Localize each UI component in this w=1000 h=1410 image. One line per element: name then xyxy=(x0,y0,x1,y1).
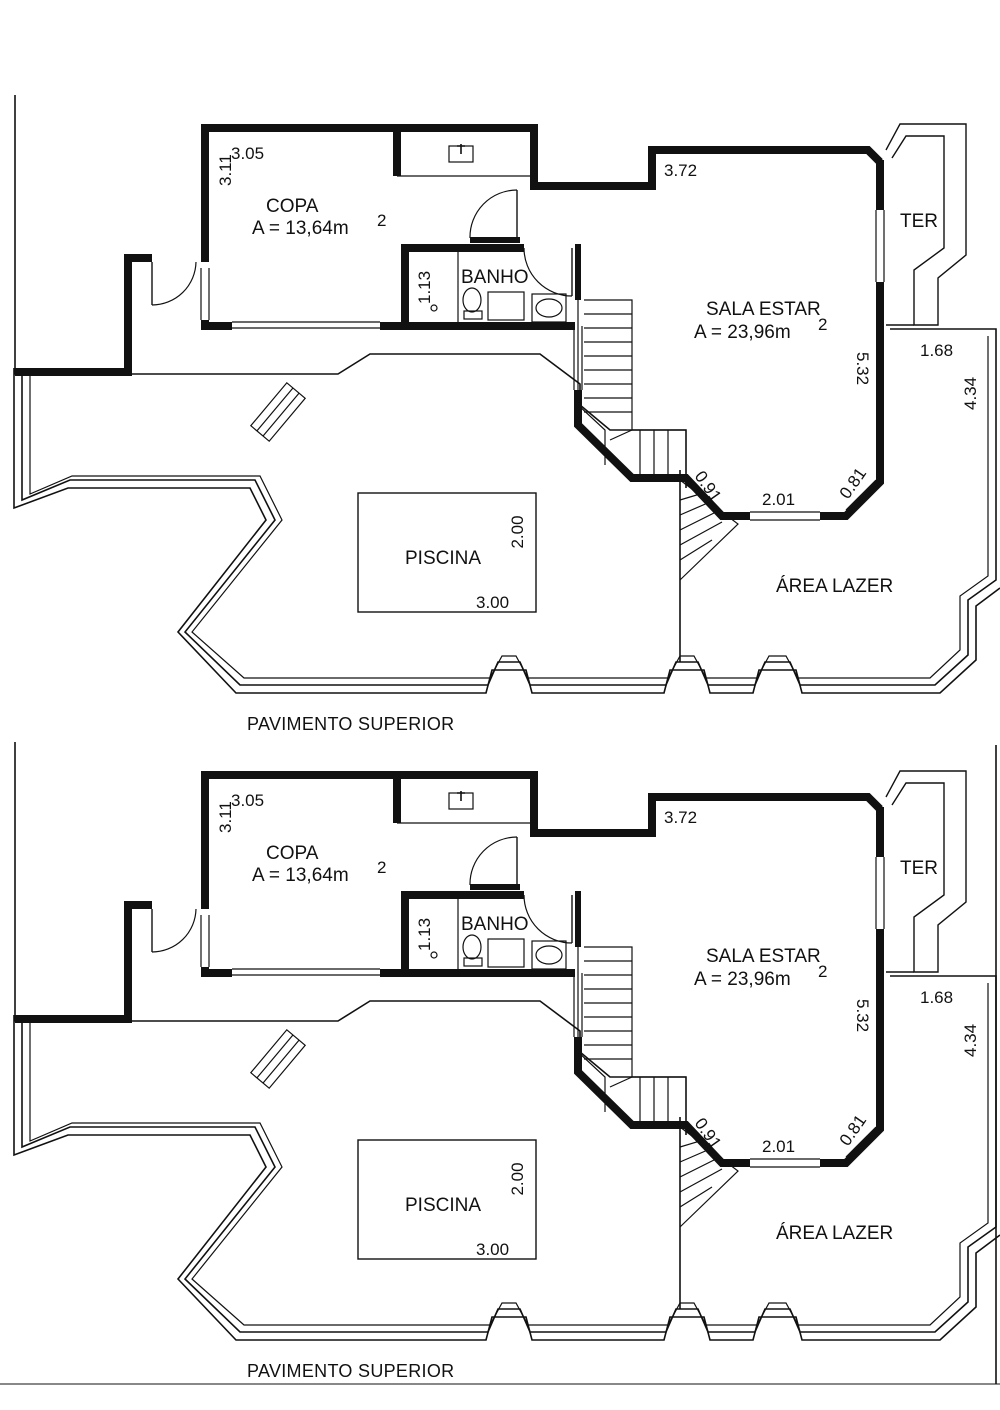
area-lazer-label: ÁREA LAZER xyxy=(776,576,893,597)
sala-estar-area: A = 23,96m xyxy=(694,969,791,990)
sala-estar-area: A = 23,96m xyxy=(694,322,791,343)
lazer-height-dim: 4.34 xyxy=(961,377,980,410)
copa-label: COPA xyxy=(266,196,319,217)
pool-width-dim: 3.00 xyxy=(476,1240,509,1259)
lazer-width-dim: 1.68 xyxy=(920,341,953,360)
banho-height-dim: 1.13 xyxy=(415,918,434,951)
plan-caption: PAVIMENTO SUPERIOR xyxy=(247,1361,454,1381)
sala-estar-area-superscript: 2 xyxy=(818,315,827,334)
floor-plan-1: COPA A = 13,64m 2 BANHO SALA ESTAR A = 2… xyxy=(14,95,1000,734)
piscina-label: PISCINA xyxy=(405,1195,481,1216)
copa-area: A = 13,64m xyxy=(252,218,349,239)
lazer-width-dim: 1.68 xyxy=(920,988,953,1007)
banho-label: BANHO xyxy=(461,914,529,935)
sala-top-dim: 3.72 xyxy=(664,161,697,180)
area-lazer-label: ÁREA LAZER xyxy=(776,1223,893,1244)
copa-label: COPA xyxy=(266,843,319,864)
sala-bottom-dim: 2.01 xyxy=(762,490,795,509)
copa-width-dim: 3.05 xyxy=(231,791,264,810)
sala-right-dim: 5.32 xyxy=(853,352,872,385)
pool-height-dim: 2.00 xyxy=(508,515,527,548)
copa-height-dim: 3.11 xyxy=(216,801,235,833)
piscina-label: PISCINA xyxy=(405,548,481,569)
sala-estar-area-superscript: 2 xyxy=(818,962,827,981)
sala-estar-label: SALA ESTAR xyxy=(706,946,821,967)
sala-bottom-dim: 2.01 xyxy=(762,1137,795,1156)
copa-area-superscript: 2 xyxy=(377,858,386,877)
copa-height-dim: 3.11 xyxy=(216,154,235,186)
copa-width-dim: 3.05 xyxy=(231,144,264,163)
copa-area: A = 13,64m xyxy=(252,865,349,886)
ter-label: TER xyxy=(900,858,938,879)
ter-label: TER xyxy=(900,211,938,232)
banho-height-dim: 1.13 xyxy=(415,271,434,304)
copa-area-superscript: 2 xyxy=(377,211,386,230)
sala-top-dim: 3.72 xyxy=(664,808,697,827)
banho-label: BANHO xyxy=(461,267,529,288)
plan-caption: PAVIMENTO SUPERIOR xyxy=(247,714,454,734)
lazer-height-dim: 4.34 xyxy=(961,1024,980,1057)
pool-width-dim: 3.00 xyxy=(476,593,509,612)
sala-estar-label: SALA ESTAR xyxy=(706,299,821,320)
pool-height-dim: 2.00 xyxy=(508,1162,527,1195)
floor-plan-2: COPA A = 13,64m 2 BANHO SALA ESTAR A = 2… xyxy=(14,742,1000,1381)
sala-right-dim: 5.32 xyxy=(853,999,872,1032)
